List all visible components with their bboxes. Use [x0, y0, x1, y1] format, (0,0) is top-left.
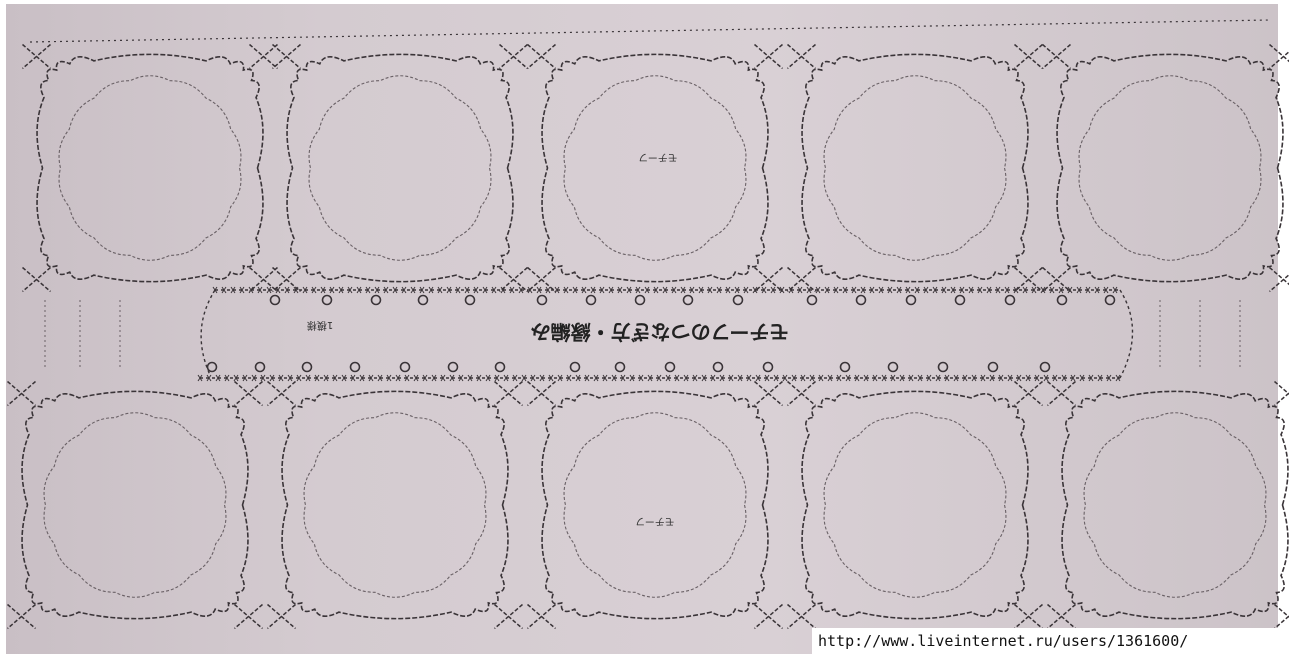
picot-ring [887, 361, 899, 373]
crochet-motif [527, 380, 783, 630]
crochet-motif [527, 43, 783, 293]
watermark-bg [812, 628, 1282, 654]
picot-ring [1004, 294, 1016, 306]
picot-ring [762, 361, 774, 373]
picot-ring [254, 361, 266, 373]
crochet-motif [1047, 380, 1289, 630]
picot-ring [987, 361, 999, 373]
crochet-motif [267, 380, 523, 630]
picot-ring [905, 294, 917, 306]
picot-ring [1056, 294, 1068, 306]
edging-row-bottom [197, 374, 1121, 382]
picot-ring [321, 294, 333, 306]
picot-ring [682, 294, 694, 306]
picot-ring [712, 361, 724, 373]
band-right-end [1119, 289, 1134, 379]
picot-ring [937, 361, 949, 373]
edging-row-top [212, 286, 1120, 294]
band-left-end [200, 289, 216, 376]
motif-label-top: モチーフ [638, 151, 677, 163]
picot-ring [634, 294, 646, 306]
diagram-title: モチーフのつなぎ方・縁編み [531, 320, 790, 344]
picot-ring [399, 361, 411, 373]
picot-ring [536, 294, 548, 306]
picot-ring [269, 294, 281, 306]
picot-ring [806, 294, 818, 306]
motif-grid [7, 43, 1289, 630]
picot-ring [447, 361, 459, 373]
picot-ring [1039, 361, 1051, 373]
picot-ring [1104, 294, 1116, 306]
picot-ring [569, 361, 581, 373]
picot-ring [494, 361, 506, 373]
paper-sheet [6, 4, 1278, 654]
start-label: 1模様 [307, 319, 333, 332]
crochet-motif [272, 43, 528, 293]
picot-ring [464, 294, 476, 306]
picot-ring [732, 294, 744, 306]
crochet-motif [787, 43, 1043, 293]
crochet-motif [787, 380, 1043, 630]
top-border-stitches [29, 19, 1271, 43]
crochet-motif [7, 380, 263, 630]
picot-ring [614, 361, 626, 373]
picot-ring [664, 361, 676, 373]
picot-ring [349, 361, 361, 373]
picot-ring [839, 361, 851, 373]
picot-ring [417, 294, 429, 306]
crochet-motif [1042, 43, 1289, 293]
motif-label-bottom: モチーフ [635, 515, 674, 527]
picot-ring [370, 294, 382, 306]
picot-ring [585, 294, 597, 306]
picot-ring [855, 294, 867, 306]
watermark-url: http://www.liveinternet.ru/users/1361600… [818, 632, 1188, 650]
crochet-motif [22, 43, 278, 293]
picot-ring [301, 361, 313, 373]
edging-band [29, 19, 1271, 382]
picot-ring [206, 361, 218, 373]
picot-ring [954, 294, 966, 306]
